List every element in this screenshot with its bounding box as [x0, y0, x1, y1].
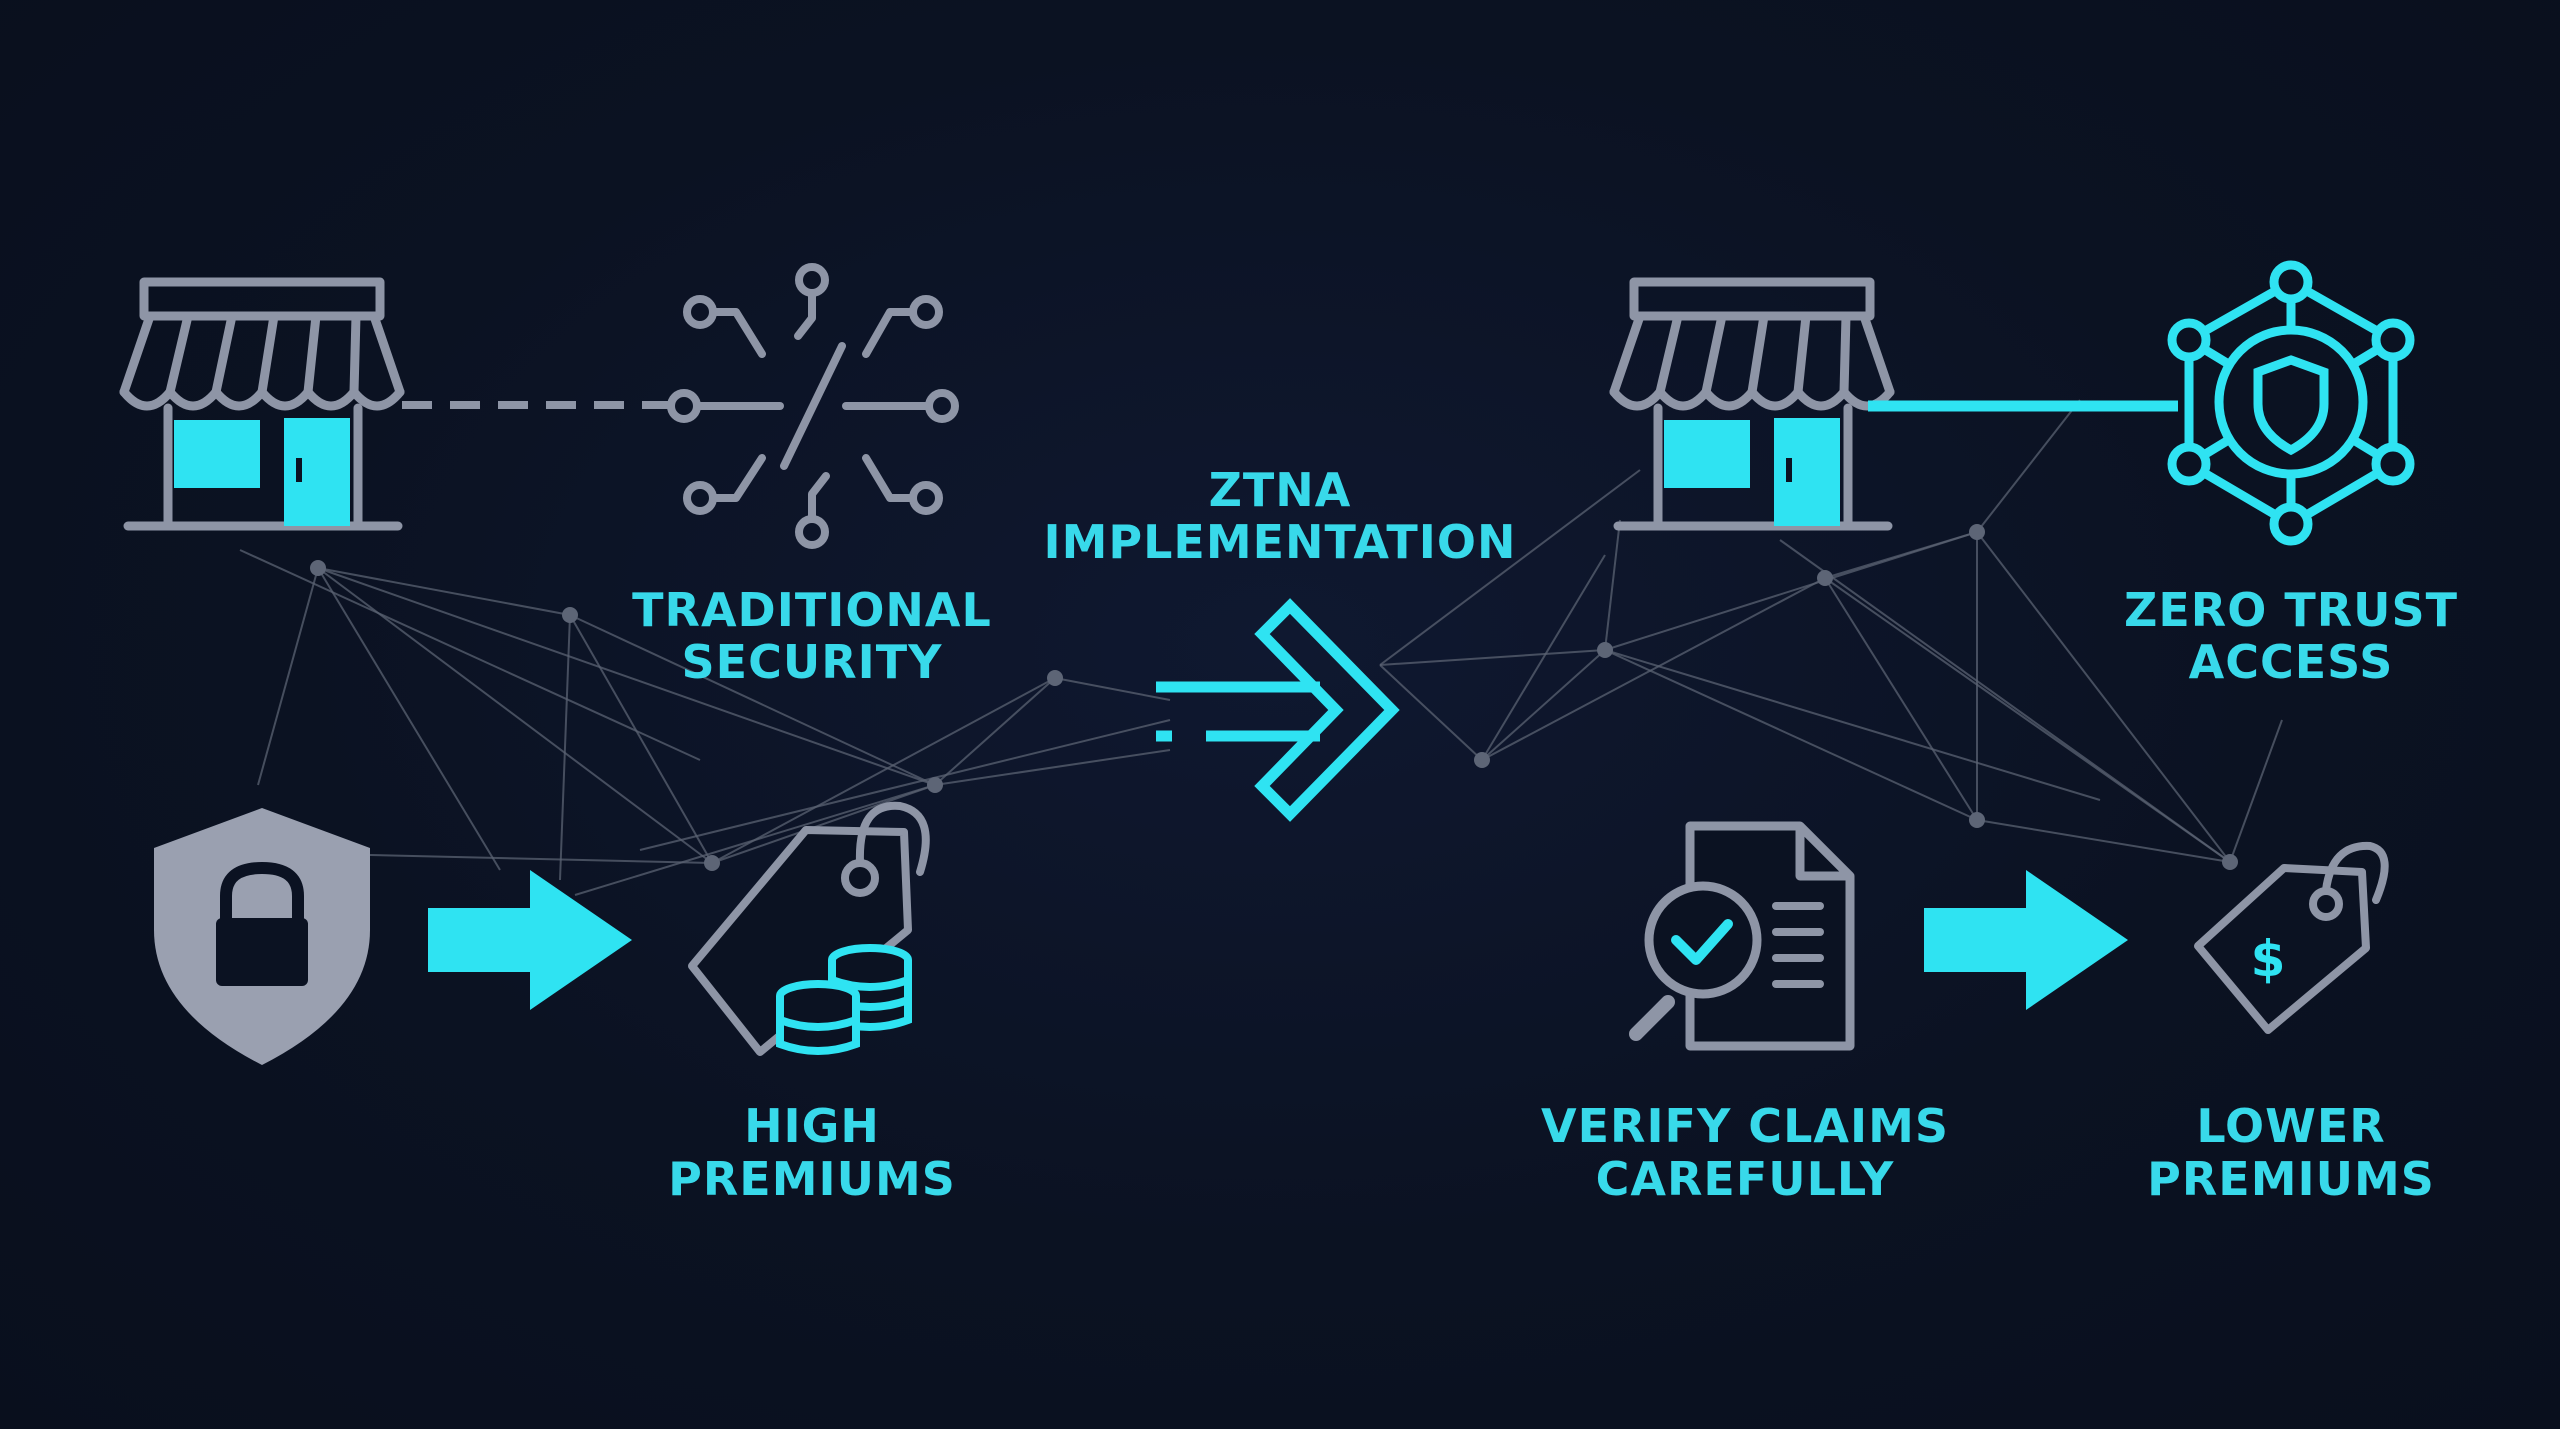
network-line	[1779, 539, 2231, 863]
network-line	[711, 677, 1056, 864]
network-line	[1481, 577, 1826, 761]
ztna-label-line2: IMPLEMENTATION	[1044, 515, 1517, 569]
network-line	[559, 614, 571, 881]
storefront-icon	[119, 277, 405, 531]
network-line	[934, 677, 1056, 786]
network-line	[257, 567, 319, 786]
network-line	[317, 567, 936, 786]
network-line	[1824, 577, 1978, 821]
network-node	[1047, 670, 1063, 686]
network-node	[1474, 752, 1490, 768]
document-verify-icon	[1629, 821, 1855, 1051]
network-line	[1604, 519, 1621, 651]
network-node	[704, 855, 720, 871]
network-line	[1824, 531, 1978, 579]
network-line	[574, 784, 936, 896]
ztna-label-line1: ZTNA	[1209, 463, 1352, 517]
background-network	[239, 399, 2283, 896]
network-node	[1597, 642, 1613, 658]
network-line	[239, 549, 701, 761]
network-line	[317, 567, 571, 616]
network-line	[1604, 649, 2101, 801]
dollar-symbol: $	[2251, 930, 2286, 988]
network-line	[639, 719, 1171, 851]
traditional-security-label-line2: SECURITY	[682, 635, 943, 689]
arrow-right-icon	[1924, 870, 2128, 1010]
network-line	[1604, 649, 1978, 821]
network-node	[1969, 812, 1985, 828]
broken-network-icon	[667, 263, 959, 549]
high-premiums-label-line2: PREMIUMS	[668, 1152, 956, 1206]
price-tag-coins-icon	[688, 801, 930, 1056]
network-line	[369, 854, 713, 864]
shield-lock-icon	[154, 808, 370, 1065]
network-node	[310, 560, 326, 576]
lower-premiums-label-line2: PREMIUMS	[2147, 1152, 2435, 1206]
network-line	[1379, 664, 1483, 761]
network-line	[1379, 649, 1606, 666]
network-line	[1481, 649, 1606, 761]
zero-trust-access-label-line2: ACCESS	[2189, 635, 2394, 689]
network-line	[317, 567, 501, 871]
verify-claims-label-line1: VERIFY CLAIMS	[1541, 1099, 1949, 1153]
arrow-right-icon	[428, 870, 632, 1010]
zero-trust-network-icon	[2167, 260, 2415, 546]
network-line	[2229, 719, 2283, 863]
high-premiums-label-line1: HIGH	[744, 1099, 880, 1153]
lower-premiums-label-line1: LOWER	[2196, 1099, 2385, 1153]
network-line	[711, 784, 936, 864]
traditional-security-label-line1: TRADITIONAL	[632, 583, 992, 637]
network-line	[1379, 469, 1641, 666]
network-node	[1969, 524, 1985, 540]
price-tag-dollar-icon: $	[2194, 841, 2389, 1034]
network-line	[1976, 399, 2081, 533]
verify-claims-label-line2: CAREFULLY	[1596, 1152, 1895, 1206]
network-line	[1481, 554, 1606, 761]
network-line	[934, 749, 1171, 786]
network-node	[2222, 854, 2238, 870]
network-line	[569, 614, 936, 786]
network-line	[1976, 819, 2231, 863]
network-node	[927, 777, 943, 793]
network-line	[1054, 677, 1171, 701]
network-node	[1817, 570, 1833, 586]
network-node	[562, 607, 578, 623]
network-line	[569, 614, 713, 864]
network-line	[1976, 531, 2231, 863]
zero-trust-access-label-line1: ZERO TRUST	[2124, 583, 2458, 637]
transition-arrow-icon	[1156, 598, 1400, 822]
storefront-icon	[1609, 277, 1895, 531]
network-line	[317, 567, 713, 864]
